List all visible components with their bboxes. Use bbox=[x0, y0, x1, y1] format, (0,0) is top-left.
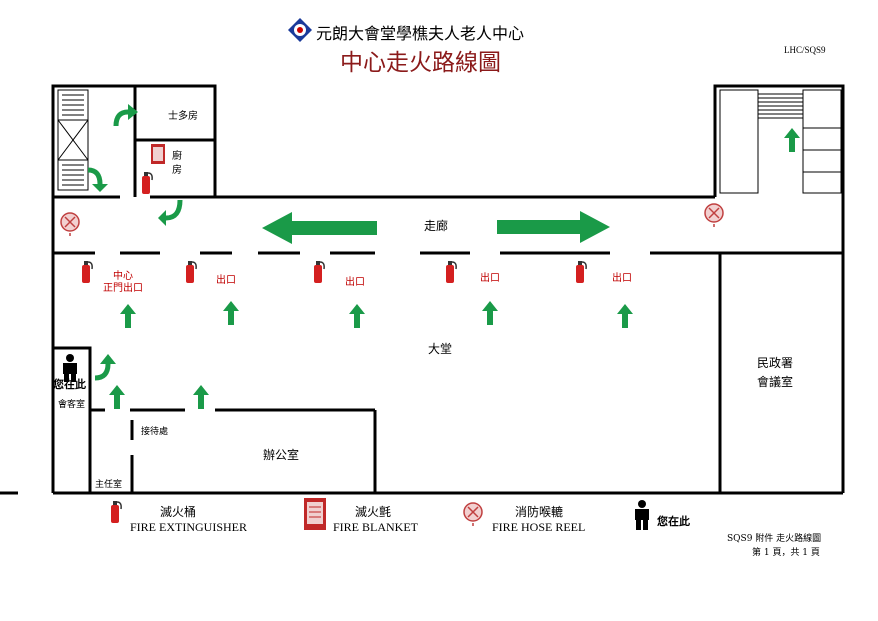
corridor-label: 走廊 bbox=[424, 219, 449, 233]
extinguisher-icon bbox=[81, 260, 93, 284]
exit-arrow-icon bbox=[349, 304, 365, 328]
legend-blanket-en: FIRE BLANKET bbox=[333, 520, 418, 534]
legend-blanket-cn: 滅火氈 bbox=[355, 505, 392, 519]
extinguisher-icon bbox=[185, 260, 197, 284]
doc-code: LHC/SQS9 bbox=[784, 45, 826, 55]
storeroom-label: 士多房 bbox=[168, 111, 198, 122]
extinguisher-icon bbox=[575, 260, 587, 284]
you-are-here-icon bbox=[63, 354, 77, 382]
main-exit-label: 中心 正門出口 bbox=[103, 271, 143, 294]
you-are-here-icon bbox=[635, 500, 649, 530]
exit-arrow-icon bbox=[784, 128, 800, 152]
turn-arrows bbox=[87, 109, 183, 381]
exit-arrow-icon bbox=[120, 304, 136, 328]
hose-reel-icon bbox=[463, 502, 483, 527]
kitchen-label: 廚 房 bbox=[172, 151, 182, 176]
legend-extinguisher-cn: 滅火桶 bbox=[160, 505, 197, 519]
center-logo-icon bbox=[288, 18, 312, 42]
page-title: 中心走火路線圖 bbox=[340, 50, 501, 76]
fire-blanket-icon bbox=[304, 498, 326, 530]
corridor-arrows bbox=[262, 211, 610, 244]
reception-label: 接待處 bbox=[141, 427, 169, 437]
extinguisher-icon bbox=[110, 500, 122, 524]
exit-label: 出口 bbox=[345, 277, 365, 288]
guest-room-label: 會客室 bbox=[58, 400, 86, 410]
hall-label: 大堂 bbox=[428, 342, 453, 356]
exit-arrow-icon bbox=[193, 385, 209, 409]
extinguisher-icon bbox=[445, 260, 457, 284]
org-name: 元朗大會堂學樵夫人老人中心 bbox=[316, 24, 525, 43]
exit-arrow-icon bbox=[223, 301, 239, 325]
exit-label: 出口 bbox=[480, 273, 500, 284]
fire-blanket-icon bbox=[151, 144, 165, 164]
exit-arrow-icon bbox=[617, 304, 633, 328]
hose-reel-icon bbox=[704, 203, 724, 228]
police-room-label: 民政署 會議室 bbox=[757, 356, 794, 389]
exit-label: 出口 bbox=[612, 273, 632, 284]
footer-page: 第 1 頁，共 1 頁 bbox=[752, 548, 820, 558]
exit-arrow-icon bbox=[109, 385, 125, 409]
you-are-here-label: 您在此 bbox=[53, 378, 86, 391]
director-label: 主任室 bbox=[95, 480, 123, 490]
office-label: 辦公室 bbox=[263, 448, 300, 462]
exit-arrow-icon bbox=[482, 301, 498, 325]
hose-reel-icon bbox=[60, 212, 80, 237]
legend-hose-en: FIRE HOSE REEL bbox=[492, 520, 586, 534]
legend-extinguisher-en: FIRE EXTINGUISHER bbox=[130, 520, 247, 534]
legend-hose-cn: 消防喉轆 bbox=[515, 505, 564, 519]
exit-label: 出口 bbox=[216, 275, 236, 286]
extinguisher-icon bbox=[141, 171, 153, 195]
extinguisher-icon bbox=[313, 260, 325, 284]
footer-ref: SQS9 附件 走火路線圖 bbox=[727, 534, 822, 544]
legend-you-are-here: 您在此 bbox=[657, 515, 690, 528]
